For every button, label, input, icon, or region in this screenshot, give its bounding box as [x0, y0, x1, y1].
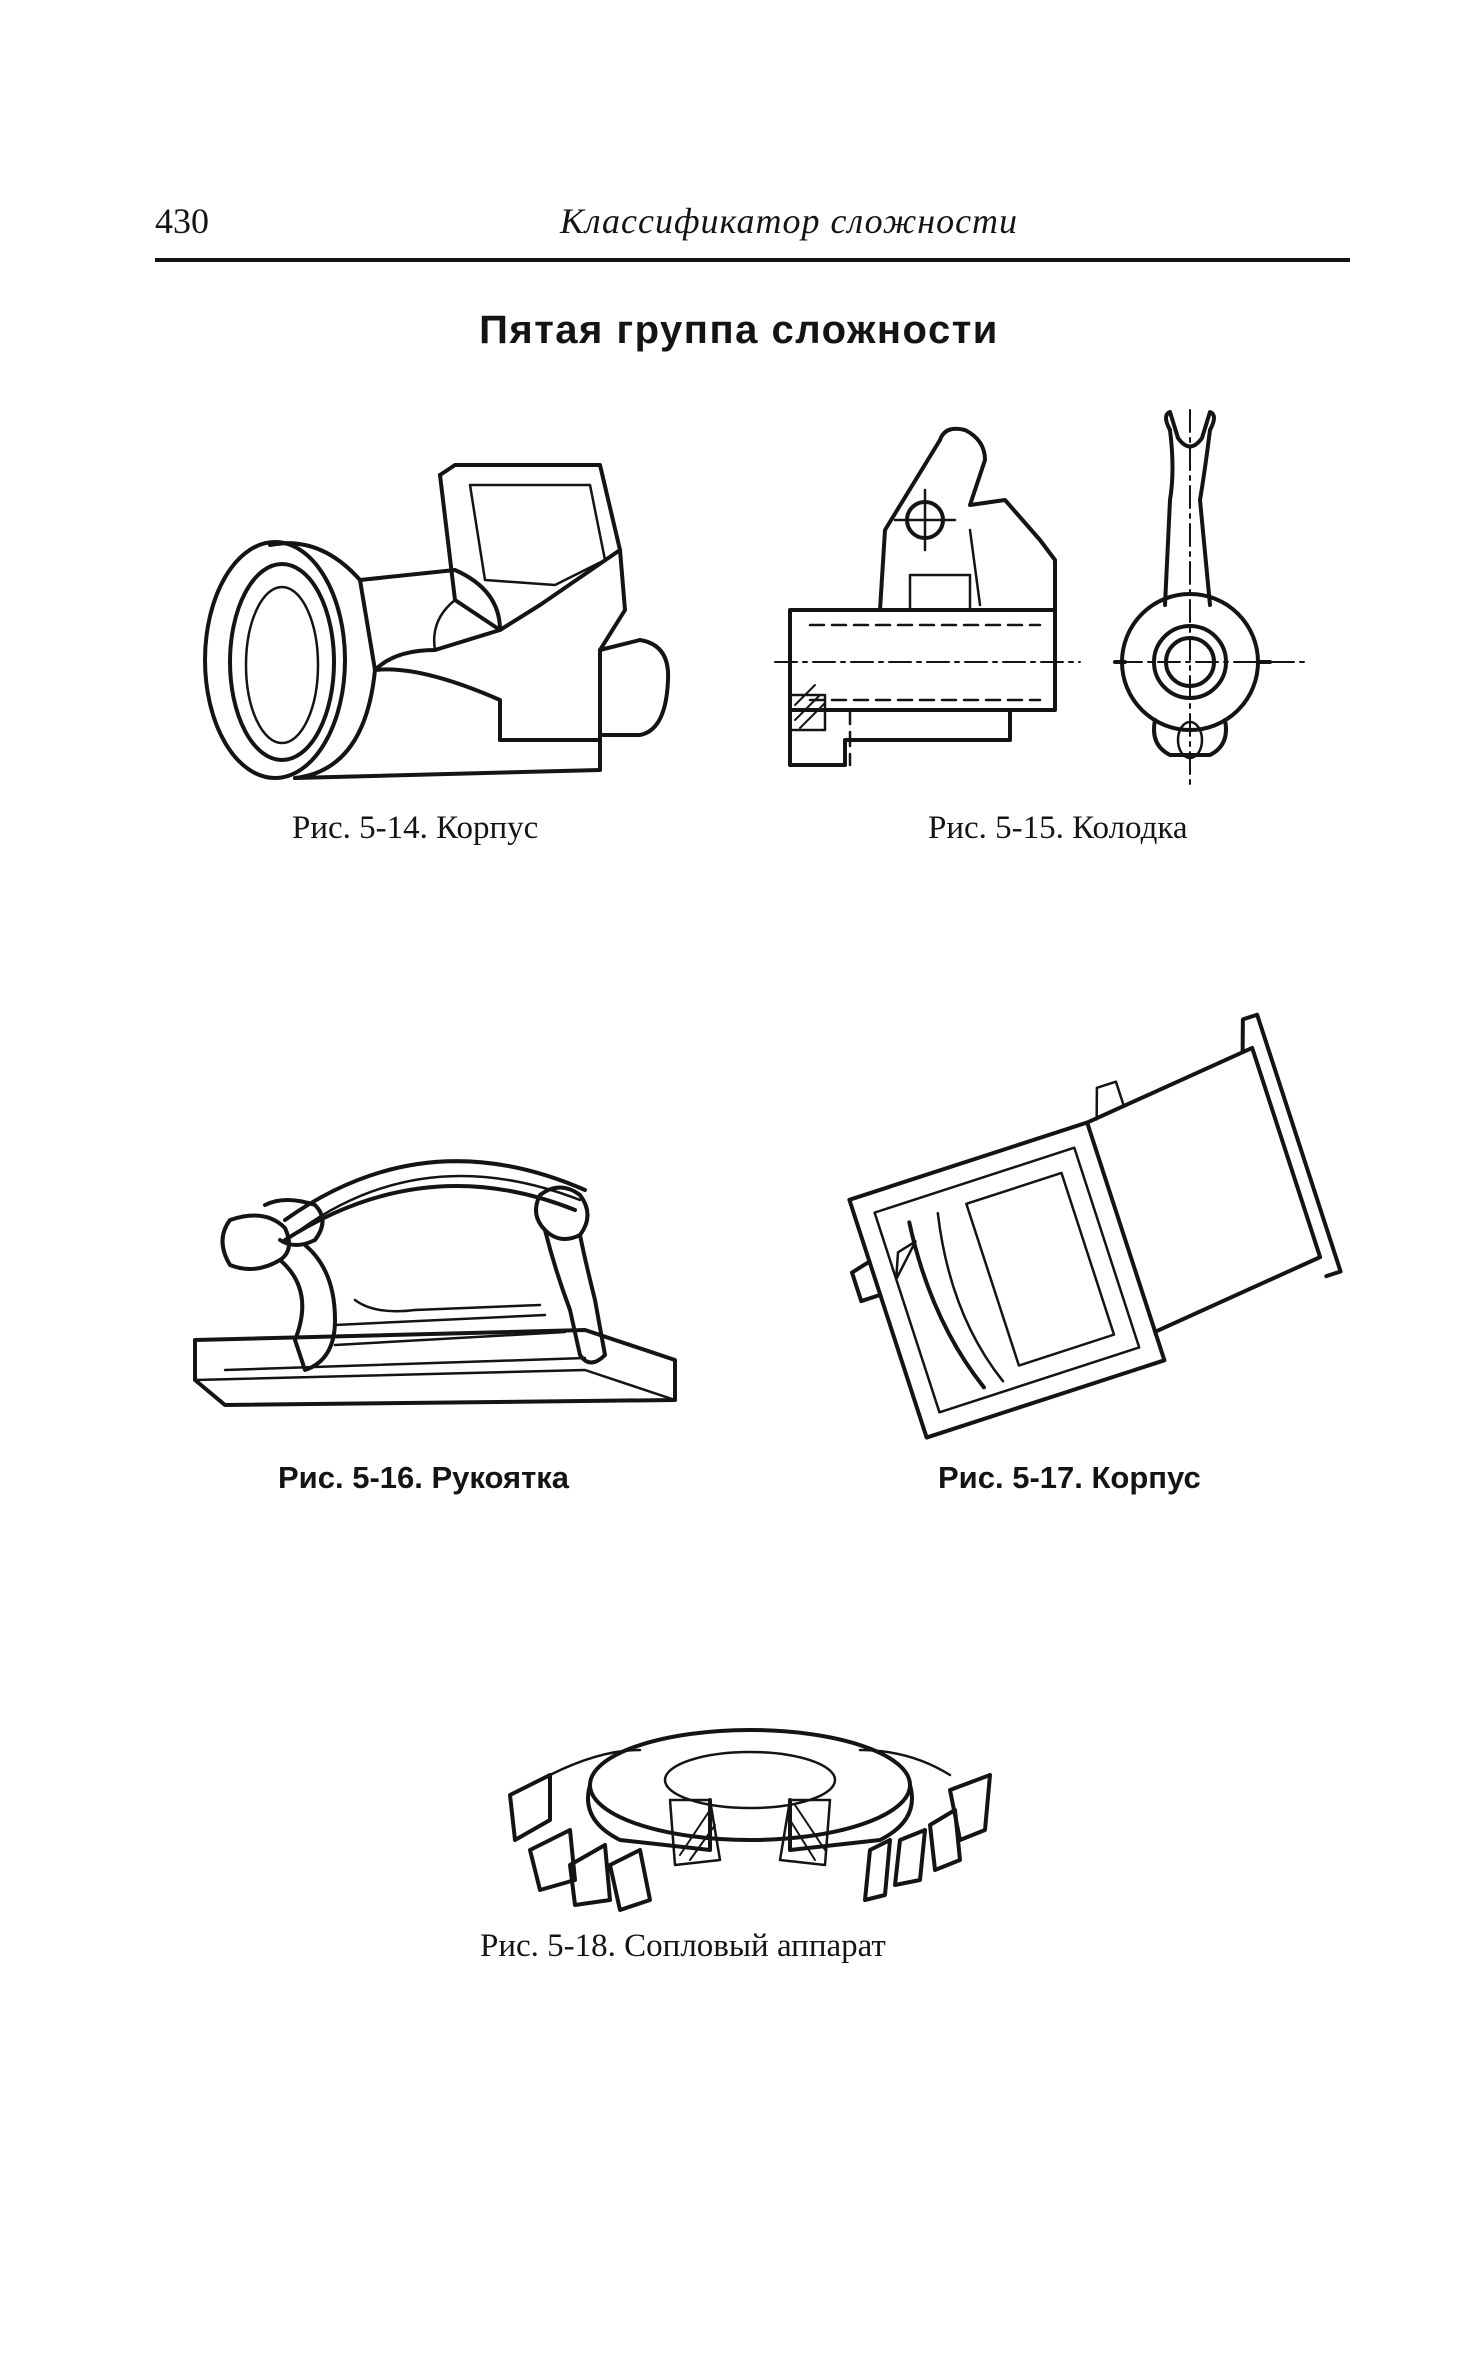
page-number: 430 — [155, 201, 209, 241]
section-title: Пятая группа сложности — [479, 308, 999, 352]
figure-5-16-illustration — [193, 1159, 677, 1407]
figure-5-15-illustration — [774, 409, 1311, 791]
figure-5-17-illustration — [847, 1012, 1343, 1440]
figure-5-16-caption: Рис. 5-16. Рукоятка — [278, 1460, 570, 1495]
figure-5-14-caption: Рис. 5-14. Корпус — [292, 810, 539, 846]
figure-5-15-caption: Рис. 5-15. Колодка — [928, 810, 1188, 846]
header-rule — [155, 258, 1350, 262]
running-head: Классификатор сложности — [560, 201, 1019, 241]
figure-5-18-caption: Рис. 5-18. Сопловый аппарат — [480, 1928, 886, 1964]
figure-5-18-illustration — [508, 1728, 992, 1912]
figure-5-17-caption: Рис. 5-17. Корпус — [938, 1460, 1201, 1495]
figure-5-14-illustration — [203, 463, 671, 780]
